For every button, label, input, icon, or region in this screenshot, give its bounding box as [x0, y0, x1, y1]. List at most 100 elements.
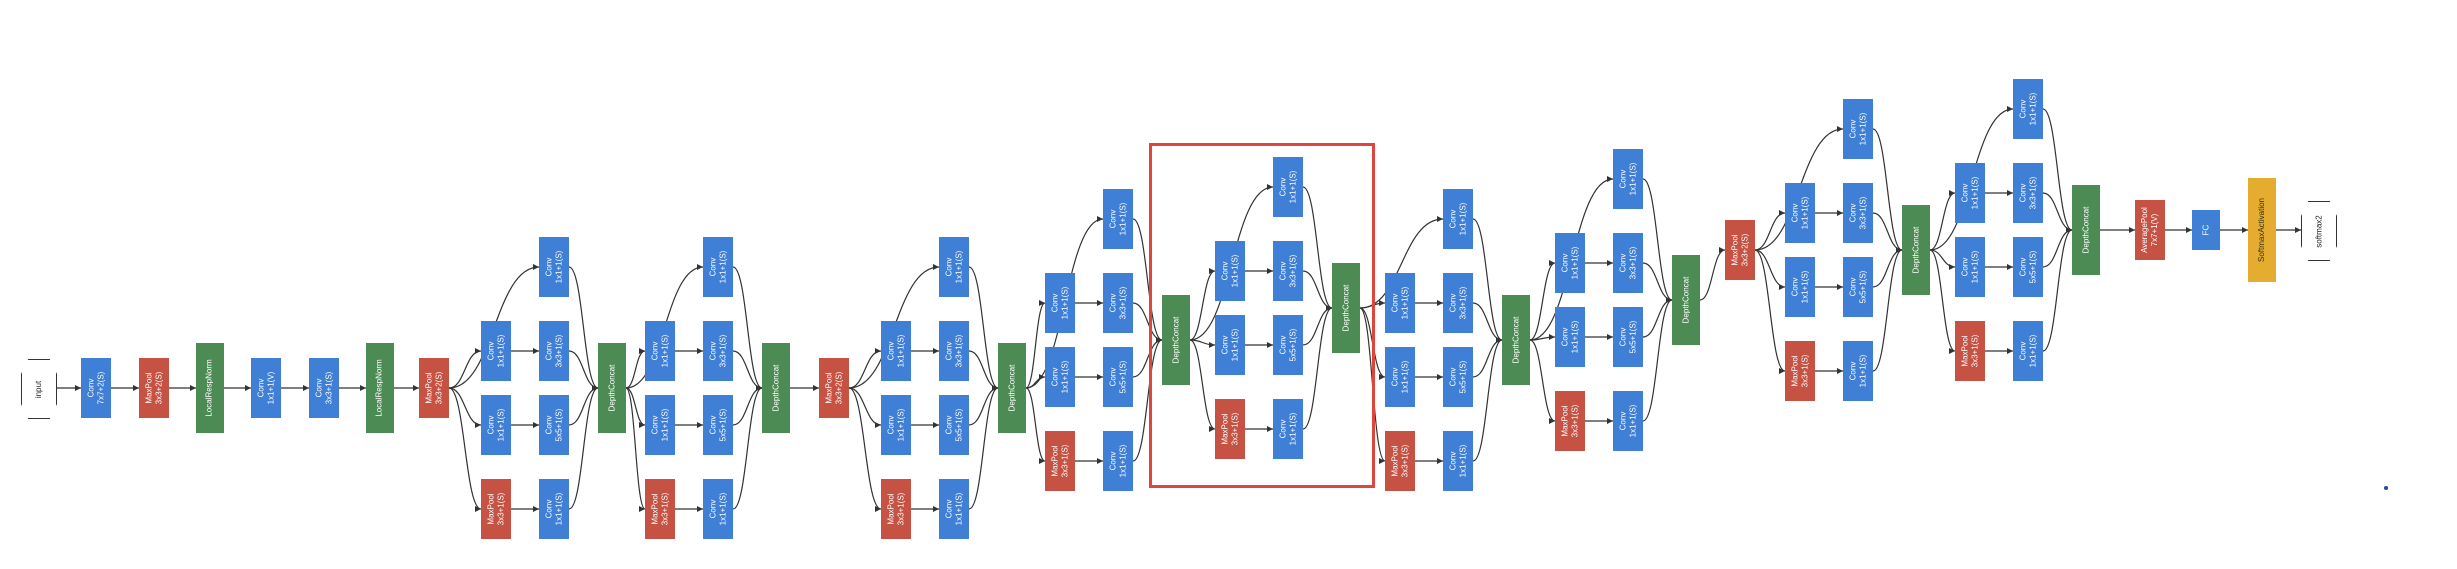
- softmax-activation-label: SoftmaxActivation: [2257, 197, 2266, 263]
- inception-3b-concat: DepthConcat: [762, 343, 790, 433]
- inception-4a-conv3x3: Conv 3x3+1(S): [939, 321, 969, 381]
- inception-4b-conv5x5-label: Conv 5x5+1(S): [1108, 360, 1127, 394]
- inception-3b-conv5x5: Conv 5x5+1(S): [703, 395, 733, 455]
- arrowhead: [1549, 418, 1555, 424]
- inception-module-highlight: [1149, 143, 1375, 488]
- arrowhead: [475, 348, 481, 354]
- inception-4c-concat: DepthConcat: [1332, 263, 1360, 353]
- arrowhead: [697, 348, 703, 354]
- arrowhead: [756, 385, 762, 391]
- inception-3a-conv1x1: Conv 1x1+1(S): [539, 237, 569, 297]
- inception-4b-pool-label: MaxPool 3x3+1(S): [1050, 444, 1069, 478]
- inception-4b-pool: MaxPool 3x3+1(S): [1045, 431, 1075, 491]
- inception-3b-poolproj-label: Conv 1x1+1(S): [708, 492, 727, 526]
- edge: [1529, 262, 1556, 341]
- inception-4c-reduce5: Conv 1x1+1(S): [1215, 315, 1245, 375]
- arrowhead: [360, 385, 366, 391]
- inception-5b-poolproj-label: Conv 1x1+1(S): [2018, 334, 2037, 368]
- inception-5b-concat-label: DepthConcat: [2081, 206, 2091, 254]
- inception-4a-poolproj: Conv 1x1+1(S): [939, 479, 969, 539]
- edge: [625, 387, 646, 510]
- inception-4a-reduce3-label: Conv 1x1+1(S): [886, 334, 905, 368]
- arrowhead: [1837, 284, 1843, 290]
- arrowhead: [639, 506, 645, 512]
- inception-4e-pool: MaxPool 3x3+1(S): [1555, 391, 1585, 451]
- inception-4d-pool-label: MaxPool 3x3+1(S): [1390, 444, 1409, 478]
- arrowhead: [875, 506, 881, 512]
- edge: [1642, 178, 1673, 301]
- arrowhead: [1209, 342, 1215, 348]
- inception-3a-reduce3-label: Conv 1x1+1(S): [486, 334, 505, 368]
- arrowhead: [639, 422, 645, 428]
- edge: [732, 387, 763, 510]
- arrowhead: [1267, 426, 1273, 432]
- stem-conv-7x7-label: Conv 7x7+2(S): [86, 371, 105, 405]
- arrowhead: [1837, 126, 1843, 132]
- arrowhead: [1326, 305, 1332, 311]
- maxpool-4-label: MaxPool 3x3+2(S): [1730, 233, 1749, 267]
- inception-5a-concat: DepthConcat: [1902, 205, 1930, 295]
- inception-4e-reduce3-label: Conv 1x1+1(S): [1560, 246, 1579, 280]
- inception-3a-reduce5-label: Conv 1x1+1(S): [486, 408, 505, 442]
- inception-5b-concat: DepthConcat: [2072, 185, 2100, 275]
- arrowhead: [1379, 458, 1385, 464]
- inception-3a-concat-label: DepthConcat: [607, 364, 617, 412]
- inception-5b-conv5x5-label: Conv 5x5+1(S): [2018, 250, 2037, 284]
- arrowhead: [1039, 300, 1045, 306]
- arrowhead: [1097, 374, 1103, 380]
- arrowhead: [2007, 264, 2013, 270]
- arrowhead: [1496, 337, 1502, 343]
- edge: [2042, 108, 2073, 231]
- inception-3b-conv3x3-label: Conv 3x3+1(S): [708, 334, 727, 368]
- arrowhead: [190, 385, 196, 391]
- inception-4a-conv5x5-label: Conv 5x5+1(S): [944, 408, 963, 442]
- edge: [625, 350, 646, 389]
- arrowhead: [1779, 368, 1785, 374]
- arrowhead: [2129, 227, 2135, 233]
- inception-4d-reduce5-label: Conv 1x1+1(S): [1390, 360, 1409, 394]
- edge: [1132, 218, 1163, 341]
- edge: [625, 387, 646, 426]
- inception-3a-conv5x5: Conv 5x5+1(S): [539, 395, 569, 455]
- inception-5b-reduce3: Conv 1x1+1(S): [1955, 163, 1985, 223]
- arrowhead: [1209, 426, 1215, 432]
- inception-4b-reduce5: Conv 1x1+1(S): [1045, 347, 1075, 407]
- inception-5b-conv1x1-label: Conv 1x1+1(S): [2018, 92, 2037, 126]
- inception-4a-pool-label: MaxPool 3x3+1(S): [886, 492, 905, 526]
- edge: [1529, 339, 1556, 422]
- inception-3a-poolproj-label: Conv 1x1+1(S): [544, 492, 563, 526]
- inception-4c-poolproj: Conv 1x1+1(S): [1273, 399, 1303, 459]
- inception-4a-conv1x1: Conv 1x1+1(S): [939, 237, 969, 297]
- stem-conv-1x1-label: Conv 1x1+1(V): [256, 371, 275, 405]
- edge: [1025, 387, 1046, 462]
- arrowhead: [933, 264, 939, 270]
- stem-lrn-1-label: LocalRespNorm: [205, 359, 215, 417]
- stem-conv-3x3: Conv 3x3+1(S): [309, 358, 339, 418]
- arrowhead: [1379, 374, 1385, 380]
- arrowhead: [2007, 106, 2013, 112]
- fc-layer: FC: [2192, 210, 2220, 250]
- edge: [1929, 192, 1956, 251]
- edge: [1025, 376, 1046, 389]
- inception-4d-poolproj-label: Conv 1x1+1(S): [1448, 444, 1467, 478]
- inception-3a-poolproj: Conv 1x1+1(S): [539, 479, 569, 539]
- edge: [968, 266, 999, 389]
- inception-3b-reduce5: Conv 1x1+1(S): [645, 395, 675, 455]
- arrowhead: [933, 348, 939, 354]
- inception-3a-pool: MaxPool 3x3+1(S): [481, 479, 511, 539]
- inception-4e-conv5x5-label: Conv 5x5+1(S): [1618, 320, 1637, 354]
- inception-5a-pool: MaxPool 3x3+1(S): [1785, 341, 1815, 401]
- arrowhead: [1097, 458, 1103, 464]
- arrowhead: [1267, 268, 1273, 274]
- inception-3a-reduce3: Conv 1x1+1(S): [481, 321, 511, 381]
- edge: [968, 387, 999, 510]
- maxpool-3-label: MaxPool 3x3+2(S): [824, 371, 843, 405]
- edge: [848, 387, 882, 510]
- inception-5b-pool: MaxPool 3x3+1(S): [1955, 321, 1985, 381]
- arrowhead: [933, 422, 939, 428]
- marker-dot: [2384, 486, 2388, 490]
- edge: [1302, 186, 1333, 309]
- softmax-activation: SoftmaxActivation: [2248, 178, 2276, 282]
- inception-5b-conv1x1: Conv 1x1+1(S): [2013, 79, 2043, 139]
- inception-4b-reduce3: Conv 1x1+1(S): [1045, 273, 1075, 333]
